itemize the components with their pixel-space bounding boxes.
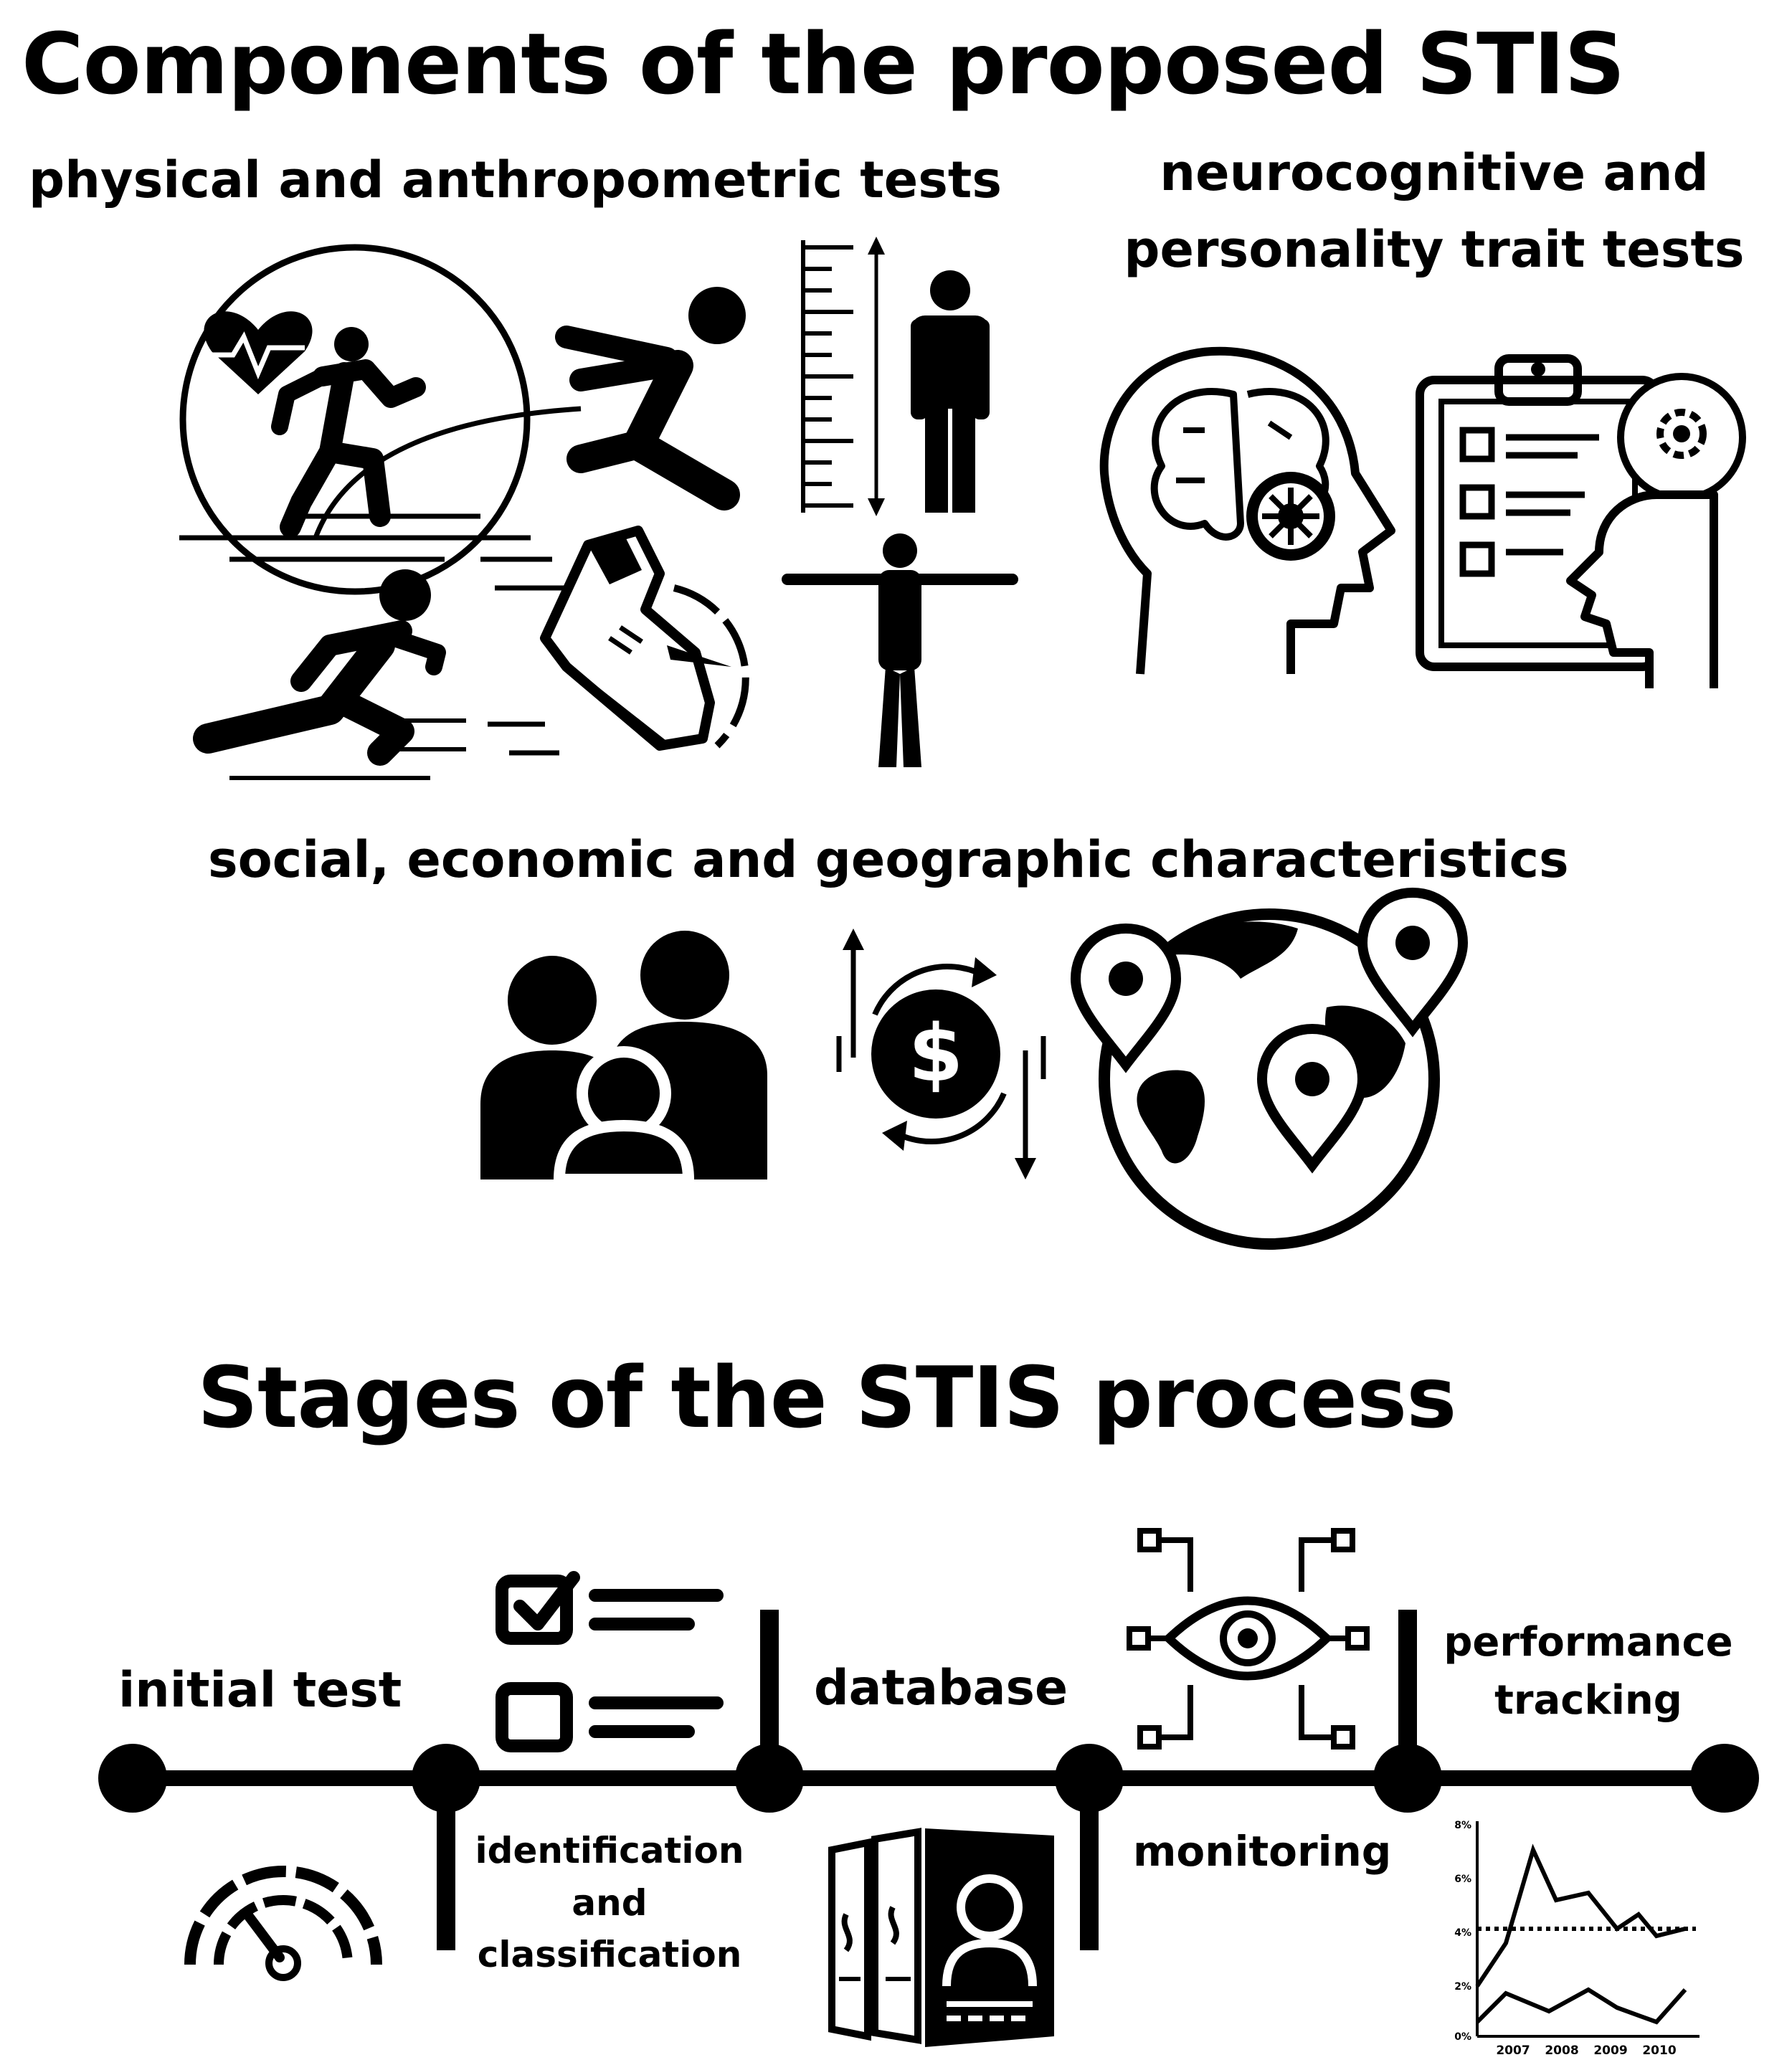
cardio-runner-icon: [179, 244, 531, 595]
performance-line2: tracking: [1494, 1677, 1682, 1724]
x-tick-2008: 2008: [1545, 2043, 1578, 2058]
personality-clipboard-icon: [1416, 354, 1746, 688]
identification-line2: and: [572, 1881, 648, 1924]
x-tick-2009: 2009: [1593, 2043, 1627, 2058]
dollar-symbol: $: [909, 1007, 964, 1099]
eye-network-icon: [1127, 1528, 1370, 1750]
height-measure-icon: [801, 237, 990, 516]
stage-identification-label: identification and classification: [473, 1825, 746, 1981]
stage-performance-label: performance tracking: [1438, 1613, 1739, 1729]
timeline-node-3: [735, 1744, 804, 1813]
performance-line1: performance: [1443, 1619, 1733, 1666]
social-heading: social, economic and geographic characte…: [208, 830, 1569, 889]
y-tick-2: 2%: [1454, 1981, 1471, 1993]
family-icon: [480, 931, 767, 1185]
physical-tests-heading: physical and anthropometric tests: [29, 151, 1002, 209]
checklist-icon: [496, 1571, 724, 1752]
chart-series-low: [1475, 1987, 1687, 2025]
identification-line3: classification: [477, 1934, 742, 1975]
y-tick-0: 0%: [1454, 2031, 1471, 2043]
y-tick-8: 8%: [1454, 1820, 1471, 1831]
long-jump-icon: [555, 287, 746, 511]
stage-database-label: database: [814, 1660, 1068, 1717]
neuro-heading-line1: neurocognitive and: [1160, 143, 1709, 202]
arm-span-icon: [782, 533, 1018, 767]
globe-location-icon: [1070, 887, 1469, 1250]
sprinter-icon: [193, 569, 466, 780]
stage-initial-test-label: initial test: [118, 1662, 402, 1719]
profile-database-icon: [828, 1828, 1054, 2047]
brain-head-icon: [1099, 346, 1395, 675]
timeline-node-4: [1055, 1744, 1124, 1813]
chart-series-high: [1475, 1843, 1686, 1988]
x-tick-2007: 2007: [1496, 2043, 1530, 2058]
neuro-tests-heading: neurocognitive and personality trait tes…: [1104, 143, 1764, 279]
shoe-stopwatch-icon: [480, 526, 749, 756]
x-tick-2010: 2010: [1642, 2043, 1676, 2058]
stage-monitoring-label: monitoring: [1133, 1827, 1392, 1876]
timeline-node-1: [98, 1744, 167, 1813]
performance-chart-icon: 8% 6% 4% 2% 0% 2007 2008 2009 2010: [1454, 1820, 1699, 2058]
timeline-node-2: [412, 1744, 480, 1813]
economic-exchange-icon: $: [836, 929, 1046, 1179]
y-tick-6: 6%: [1454, 1874, 1471, 1885]
timeline-node-6: [1690, 1744, 1759, 1813]
timeline-node-5: [1373, 1744, 1442, 1813]
page-title: Components of the proposed STIS: [22, 14, 1625, 113]
jump-arc-icon: [313, 406, 582, 539]
stages-title: Stages of the STIS process: [197, 1348, 1456, 1447]
speedometer-icon: [184, 1866, 382, 1981]
neuro-heading-line2: personality trait tests: [1124, 219, 1745, 279]
y-tick-4: 4%: [1454, 1927, 1471, 1939]
identification-line1: identification: [475, 1830, 744, 1871]
